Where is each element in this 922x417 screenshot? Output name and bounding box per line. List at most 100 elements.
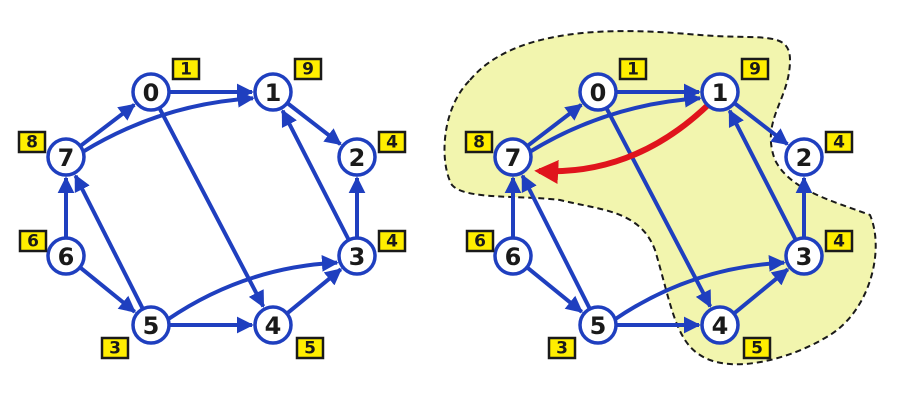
right-node-7-circle	[493, 137, 533, 177]
left-node-5-badge-value: 3	[109, 339, 121, 359]
left-node-0-label: 0	[143, 79, 160, 107]
right-node-1-label: 1	[712, 79, 729, 107]
right-node-5-badge: 3	[547, 336, 577, 360]
right-node-6-badge-value: 6	[474, 232, 486, 252]
left-node-6-circle	[46, 236, 86, 276]
right-node-1: 1	[700, 72, 740, 112]
left-node-6: 6	[46, 236, 86, 276]
right-node-4-circle	[700, 305, 740, 345]
left-node-2-badge-box	[377, 130, 407, 154]
left-edge-5-to-3	[166, 255, 339, 321]
right-node-6-badge: 6	[465, 229, 495, 253]
left-node-3: 3	[337, 236, 377, 276]
right-node-3: 3	[784, 236, 824, 276]
right-node-5: 5	[578, 305, 618, 345]
right-node-5-badge-value: 3	[556, 339, 568, 359]
left-node-5: 5	[131, 305, 171, 345]
right-node-3-circle	[784, 236, 824, 276]
left-node-0-badge: 1	[171, 57, 201, 81]
right-node-0-badge: 1	[618, 57, 648, 81]
right-node-0-badge-value: 1	[627, 60, 639, 80]
right-node-4: 4	[700, 305, 740, 345]
left-node-1-badge-value: 9	[302, 60, 314, 80]
left-node-2: 2	[337, 137, 377, 177]
left-node-4-badge-value: 5	[304, 339, 316, 359]
left-node-7-label: 7	[58, 144, 75, 172]
left-node-6-badge: 6	[18, 229, 48, 253]
right-node-4-badge-box	[742, 336, 772, 360]
right-node-6-circle	[493, 236, 533, 276]
right-node-1-badge: 9	[740, 57, 770, 81]
left-node-1-badge: 9	[293, 57, 323, 81]
left-edge-5-to-7	[73, 174, 145, 310]
left-node-1: 1	[253, 72, 293, 112]
right-node-7-badge: 8	[464, 130, 494, 154]
left-node-6-badge-value: 6	[27, 232, 39, 252]
right-edge-4-to-3	[732, 267, 790, 316]
left-edge-3-to-1	[280, 109, 351, 241]
right-node-2-badge-value: 4	[833, 133, 845, 153]
right-edge-5-to-7	[520, 174, 592, 310]
left-node-0: 0	[131, 72, 171, 112]
left-edge-4-to-3	[285, 267, 343, 316]
right-node-7-label: 7	[505, 144, 522, 172]
left-edge-0-to-4	[157, 107, 266, 308]
right-node-7: 7	[493, 137, 533, 177]
left-node-3-badge: 4	[377, 229, 407, 253]
left-node-5-label: 5	[143, 312, 160, 340]
left-node-7-badge: 8	[17, 130, 47, 154]
left-node-6-label: 6	[58, 243, 75, 271]
left-node-2-label: 2	[349, 144, 366, 172]
right-node-3-badge-value: 4	[833, 232, 845, 252]
left-node-4-badge: 5	[295, 336, 325, 360]
left-node-5-circle	[131, 305, 171, 345]
right-node-1-badge-value: 9	[749, 60, 761, 80]
right-node-5-circle	[578, 305, 618, 345]
right-node-2: 2	[784, 137, 824, 177]
right-edge-0-to-4	[604, 107, 713, 308]
highlight-region	[443, 30, 877, 366]
left-node-3-badge-value: 4	[386, 232, 398, 252]
left-edge-6-to-5	[78, 265, 137, 314]
left-node-4-label: 4	[265, 312, 282, 340]
right-node-1-circle	[700, 72, 740, 112]
right-node-5-label: 5	[590, 312, 607, 340]
right-node-0: 0	[578, 72, 618, 112]
right-node-7-badge-box	[464, 130, 494, 154]
right-node-6-label: 6	[505, 243, 522, 271]
right-node-2-label: 2	[796, 144, 813, 172]
right-node-3-label: 3	[796, 243, 813, 271]
right-edge-7-to-0	[526, 103, 583, 148]
left-node-4: 4	[253, 305, 293, 345]
left-node-0-badge-value: 1	[180, 60, 192, 80]
right-node-4-label: 4	[712, 312, 729, 340]
right-node-4-badge-value: 5	[751, 339, 763, 359]
left-edge-7-to-0	[79, 103, 136, 148]
right-node-3-badge: 4	[824, 229, 854, 253]
right-node-7-badge-value: 8	[473, 133, 485, 153]
left-node-5-badge: 3	[100, 336, 130, 360]
left-node-7-badge-box	[17, 130, 47, 154]
right-node-2-badge-box	[824, 130, 854, 154]
right-edge-3-to-1	[727, 109, 798, 241]
left-node-3-label: 3	[349, 243, 366, 271]
right-node-5-badge-box	[547, 336, 577, 360]
right-node-0-badge-box	[618, 57, 648, 81]
right-highlight-edge-1-to-7	[534, 102, 711, 184]
left-node-3-badge-box	[377, 229, 407, 253]
left-node-1-label: 1	[265, 79, 282, 107]
left-node-2-badge-value: 4	[386, 133, 398, 153]
right-edge-5-to-3	[613, 255, 786, 321]
right-edge-6-to-5	[525, 265, 584, 314]
right-node-0-circle	[578, 72, 618, 112]
left-node-7-circle	[46, 137, 86, 177]
left-node-2-badge: 4	[377, 130, 407, 154]
left-node-2-circle	[337, 137, 377, 177]
left-node-1-circle	[253, 72, 293, 112]
left-node-0-badge-box	[171, 57, 201, 81]
right-node-6-badge-box	[465, 229, 495, 253]
left-node-1-badge-box	[293, 57, 323, 81]
